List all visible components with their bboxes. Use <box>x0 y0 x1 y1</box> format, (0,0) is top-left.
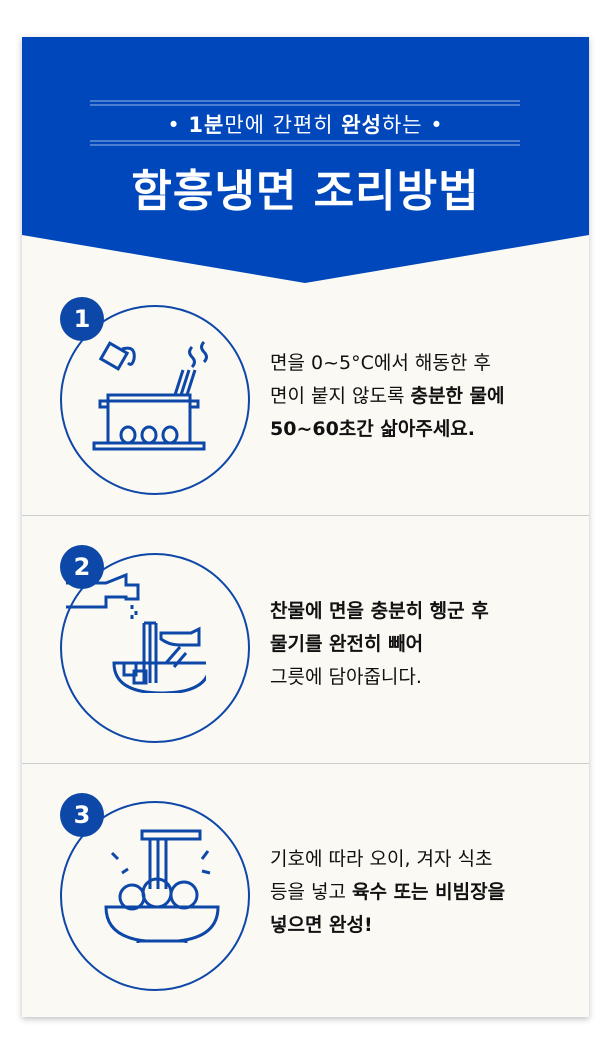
text-segment: 등을 넣고 <box>270 881 352 903</box>
banner-shape <box>22 37 589 283</box>
boiling-pot-icon <box>92 340 208 451</box>
noodle-bowl-icon <box>104 829 220 943</box>
bold-text: 찬물에 면을 충분히 헹군 후 <box>270 600 489 622</box>
rinse-noodles-icon <box>66 572 206 693</box>
recipe-card: • 1분만에 간편히 완성하는 • 함흥냉면 조리방법 1 면을 0~5°C에서… <box>22 37 589 1017</box>
step-number-badge: 3 <box>60 793 104 837</box>
instruction-line: 그릇에 담아줍니다. <box>270 661 489 694</box>
text-segment: • <box>167 113 189 137</box>
bold-text: 육수 또는 비빔장을 <box>352 881 506 903</box>
bold-text: 넣으면 완성! <box>270 914 373 936</box>
header-banner: • 1분만에 간편히 완성하는 • 함흥냉면 조리방법 <box>22 37 589 284</box>
bold-text: 50~60초간 삶아주세요. <box>270 418 475 440</box>
step-number-badge: 1 <box>60 297 104 341</box>
divider <box>22 763 589 764</box>
bold-text: 충분한 물에 <box>410 385 505 407</box>
instruction-line: 50~60초간 삶아주세요. <box>270 413 505 446</box>
instruction-line: 기호에 따라 오이, 겨자 식초 <box>270 843 505 876</box>
page-title: 함흥냉면 조리방법 <box>131 166 480 217</box>
text-segment: 그릇에 담아줍니다. <box>270 666 422 688</box>
text-segment: 면을 0~5°C에서 해동한 후 <box>270 352 491 374</box>
instruction-line: 찬물에 면을 충분히 헹군 후 <box>270 595 489 628</box>
step-illustration-circle <box>60 553 250 743</box>
text-segment: 만에 간편히 <box>224 113 342 137</box>
instruction-line: 등을 넣고 육수 또는 비빔장을 <box>270 876 505 909</box>
step-illustration-circle <box>60 305 250 495</box>
instruction-line: 물기를 완전히 빼어 <box>270 628 489 661</box>
text-segment: 면이 붙지 않도록 <box>270 385 411 407</box>
bold-text: 1분 <box>188 113 225 137</box>
text-segment: 기호에 따라 오이, 겨자 식초 <box>270 848 493 870</box>
bold-text: 물기를 완전히 빼어 <box>270 633 424 655</box>
bold-text: 완성 <box>341 113 382 137</box>
instruction-line: 면을 0~5°C에서 해동한 후 <box>270 347 505 380</box>
header-subtitle: • 1분만에 간편히 완성하는 • <box>22 109 589 139</box>
instruction-line: 면이 붙지 않도록 충분한 물에 <box>270 380 505 413</box>
text-segment: 하는 • <box>381 113 444 137</box>
divider <box>22 515 589 516</box>
step-illustration-circle <box>60 801 250 991</box>
instruction-line: 넣으면 완성! <box>270 909 505 942</box>
